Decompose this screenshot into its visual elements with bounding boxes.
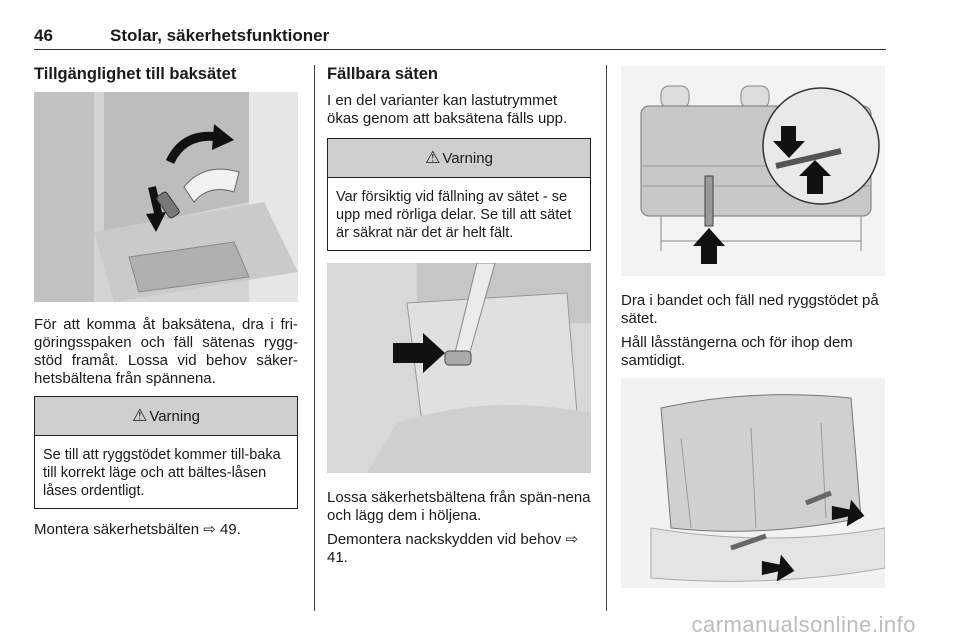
arrow-reference-icon: ⇨: [565, 531, 579, 548]
warning-header: ⚠Varning: [35, 397, 297, 436]
warning-text: Var försiktig vid fällning av sätet - se…: [336, 189, 572, 241]
header-rule: [34, 49, 886, 50]
warning-box-1: ⚠Varning Se till att ryggstödet kommer t…: [34, 396, 298, 509]
illustration-belt-release: [327, 263, 591, 473]
warning-box-2: ⚠Varning Var försiktig vid fällning av s…: [327, 138, 591, 251]
paragraph-intro: I en del varianter kan lastutrymmet ökas…: [327, 92, 568, 127]
paragraph-fold-backrest: Dra i bandet och fäll ned ryggstödet på …: [621, 292, 879, 327]
column-divider-2: [606, 65, 607, 611]
column-1: Tillgänglighet till baksätet För att kom…: [34, 64, 298, 545]
footer-text: Montera säkerhetsbälten: [34, 521, 204, 538]
column-3: Dra i bandet och fäll ned ryggstödet på …: [621, 66, 885, 588]
section-title: Stolar, säkerhetsfunktioner: [110, 26, 330, 45]
headrest-text: Demontera nackskydden vid behov: [327, 531, 566, 548]
paragraph-lock-bars: Håll låsstängerna och för ihop dem samti…: [621, 334, 853, 369]
page-reference[interactable]: 49.: [220, 521, 241, 538]
watermark: carmanualsonline.info: [691, 612, 916, 637]
paragraph-mount-belts: Montera säkerhetsbälten ⇨ 49.: [34, 521, 298, 539]
page-reference[interactable]: 41.: [327, 549, 348, 566]
warning-header: ⚠Varning: [328, 139, 590, 178]
column-2: Fällbara säten I en del varianter kan la…: [327, 64, 591, 573]
arrow-reference-icon: ⇨: [203, 521, 216, 538]
illustration-fold-backrest: [621, 66, 885, 276]
paragraph-rear-access: För att komma åt baksätena, dra i fri-gö…: [34, 316, 298, 387]
warning-title: Varning: [149, 407, 200, 425]
warning-title: Varning: [442, 149, 493, 167]
page-header: 46 Stolar, säkerhetsfunktioner: [34, 26, 329, 46]
paragraph-release-belts: Lossa säkerhetsbältena från spän-nena oc…: [327, 489, 591, 524]
illustration-lock-bars: [621, 378, 885, 588]
heading-folding-seats: Fällbara säten: [327, 65, 438, 83]
column-divider-1: [314, 65, 315, 611]
warning-triangle-icon: ⚠: [425, 148, 441, 167]
heading-rear-access: Tillgänglighet till baksätet: [34, 65, 237, 83]
warning-text: Se till att ryggstödet kommer till-baka …: [43, 447, 281, 499]
page-number: 46: [34, 26, 53, 45]
illustration-seat-release-lever: [34, 92, 298, 302]
paragraph-remove-headrests: Demontera nackskydden vid behov ⇨ 41.: [327, 531, 591, 567]
warning-triangle-icon: ⚠: [132, 406, 148, 425]
